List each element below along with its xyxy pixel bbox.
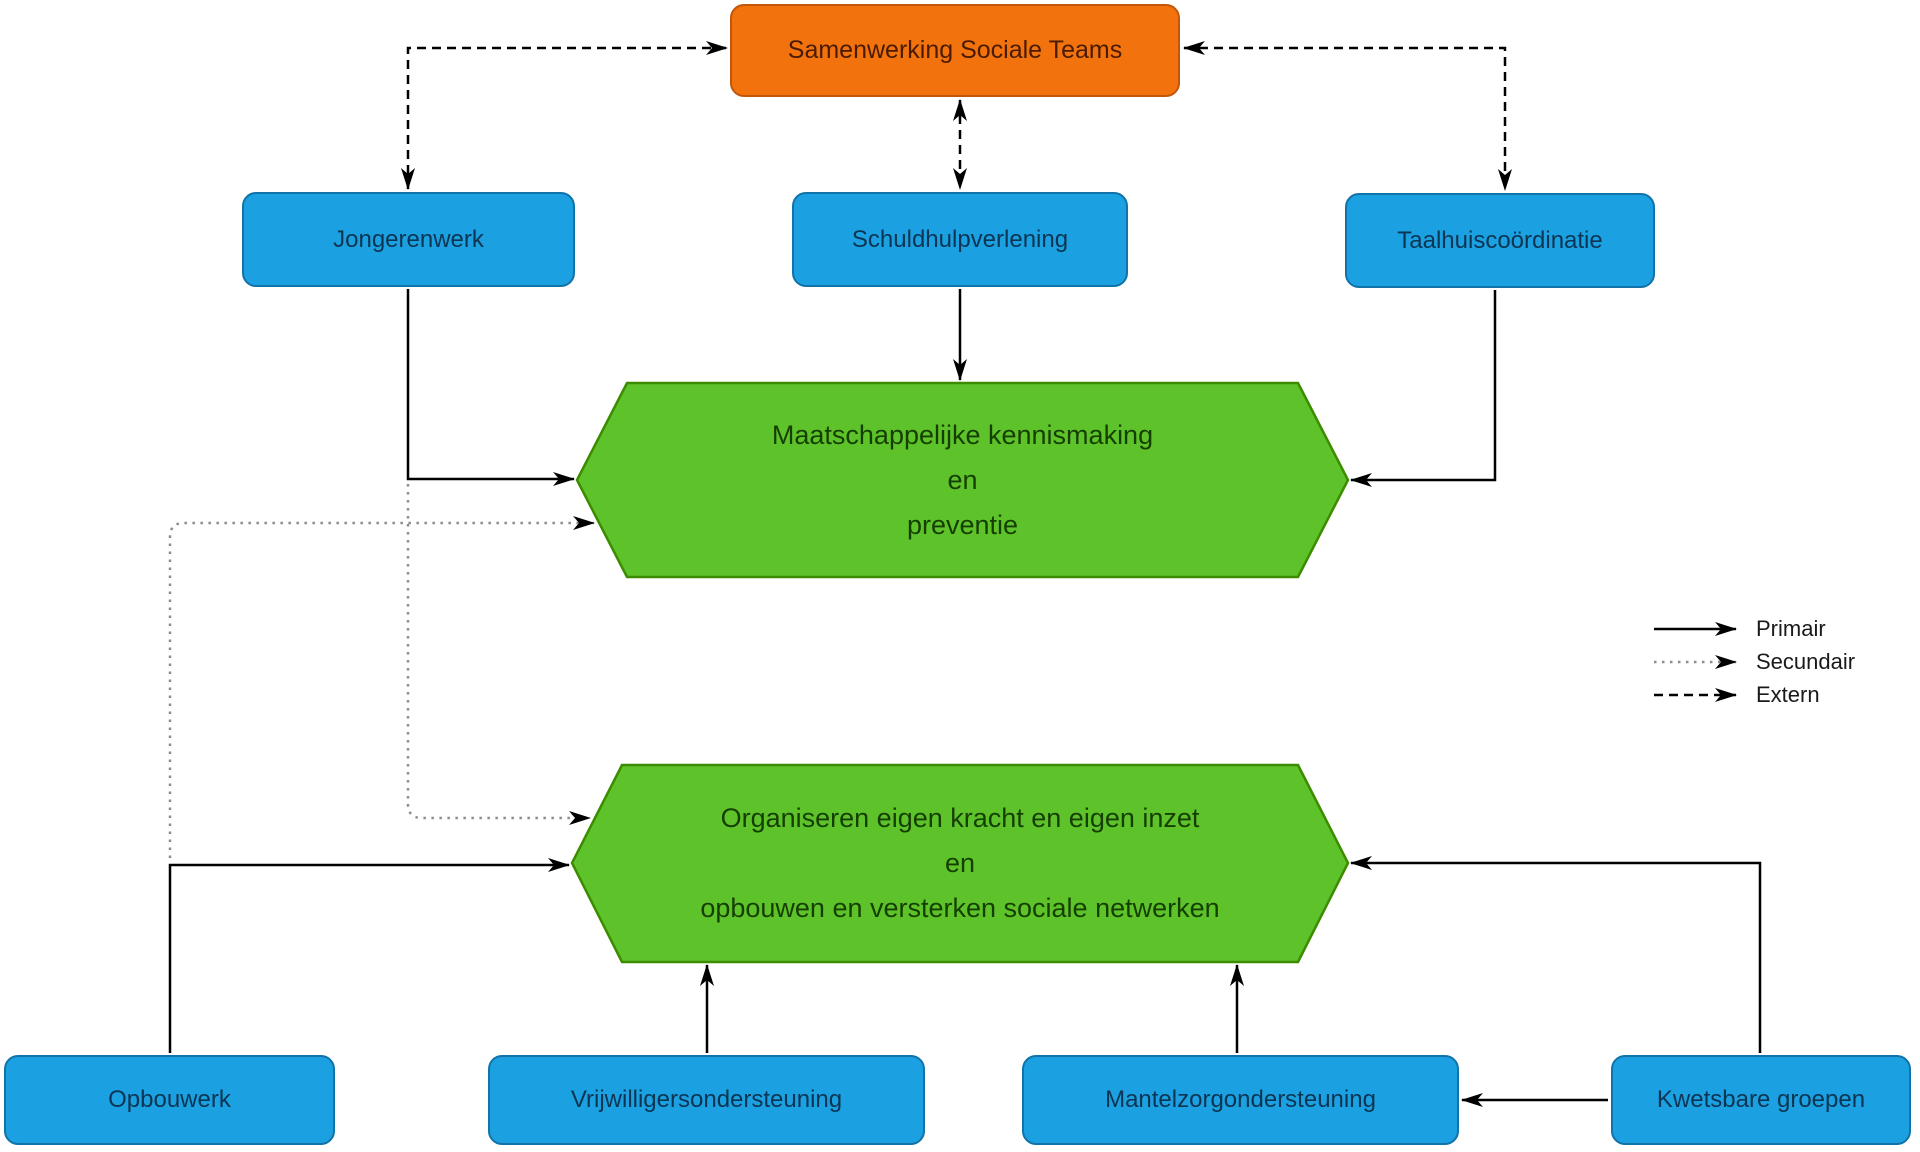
node-vrijwilligersondersteuning: Vrijwilligersondersteuning [488,1055,925,1145]
dashed-arrow-icon [1654,687,1737,702]
node-taalhuiscoordinatie: Taalhuiscoördinatie [1345,193,1655,288]
node-label: Jongerenwerk [333,225,484,253]
hexagon-kennismaking-shape [575,381,1350,579]
node-jongerenwerk: Jongerenwerk [242,192,575,287]
node-label: Vrijwilligersondersteuning [570,1086,843,1113]
edge-jongerenwerk-hex2 [406,484,591,825]
node-hexagon-kennismaking: Maatschappelijke kennismaking en prevent… [577,383,1348,577]
node-samenwerking-sociale-teams: Samenwerking Sociale Teams [730,4,1180,97]
legend-label: Secundair [1756,648,1856,674]
edge-jongerenwerk-hex1 [406,289,575,486]
edge-opbouwerk-hex2 [168,858,570,1053]
node-mantelzorgondersteuning: Mantelzorgondersteuning [1022,1055,1459,1145]
edge-opbouwerk-hex1 [168,516,595,858]
solid-arrow-icon [1654,621,1737,636]
node-label: Taalhuiscoördinatie [1397,226,1603,254]
node-label: Opbouwerk [108,1086,231,1113]
edge-kwetsbare-groepen-hex2 [1350,856,1762,1053]
node-label: Samenwerking Sociale Teams [787,36,1123,64]
hexagon-text-line: en [947,464,978,495]
edge-jongerenwerk-samenwerking [401,41,728,190]
edge-taalhuiscoordinatie-samenwerking [1183,41,1512,191]
legend-item-secundair: Secundair [1652,645,1855,678]
hexagon-text-line: Organiseren eigen kracht en eigen inzet [720,803,1200,833]
legend-item-extern: Extern [1652,678,1855,711]
hexagon-text-line: Maatschappelijke kennismaking [771,419,1154,450]
legend-item-primair: Primair [1652,612,1855,645]
legend-label: Primair [1756,615,1826,641]
legend-label: Extern [1756,681,1820,707]
hexagon-text-line: en [944,848,976,878]
legend: Primair Secundair Extern [1652,612,1855,711]
hexagon-text-line: preventie [906,509,1019,540]
edge-taalhuiscoordinatie-hex1 [1350,290,1497,487]
node-opbouwerk: Opbouwerk [4,1055,335,1145]
node-label: Mantelzorgondersteuning [1105,1086,1376,1113]
node-label: Schuldhulpverlening [851,225,1069,253]
node-hexagon-organiseren: Organiseren eigen kracht en eigen inzet … [572,765,1348,962]
dotted-arrow-icon [1654,654,1737,669]
hexagon-text-line: opbouwen en versterken sociale netwerken [700,893,1220,923]
node-label: Kwetsbare groepen [1656,1086,1866,1113]
hexagon-organiseren-shape [570,763,1350,964]
node-kwetsbare-groepen: Kwetsbare groepen [1611,1055,1911,1145]
node-schuldhulpverlening: Schuldhulpverlening [792,192,1128,287]
